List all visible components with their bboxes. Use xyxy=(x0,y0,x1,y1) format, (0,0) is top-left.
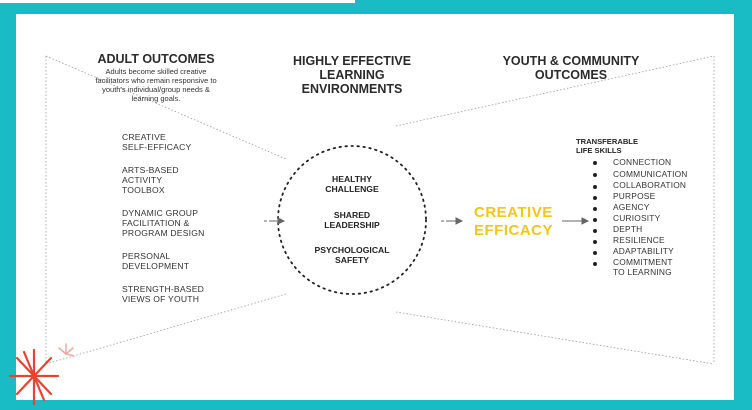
title-line: ENVIRONMENTS xyxy=(301,82,403,96)
title-line: LIFE SKILLS xyxy=(576,146,622,155)
adult-item: DYNAMIC GROUP FACILITATION & PROGRAM DES… xyxy=(122,208,205,238)
item-line: SAFETY xyxy=(335,255,369,265)
bullet-icon xyxy=(593,207,597,211)
arrow-left xyxy=(264,217,286,225)
bullet-icon xyxy=(593,218,597,222)
diagram-panel: ADULT OUTCOMES Adults become skilled cre… xyxy=(16,14,734,400)
bullet-icon xyxy=(593,240,597,244)
list-item: DEPTH xyxy=(613,224,643,234)
description-line: youth's individual/group needs & xyxy=(102,85,210,94)
item-line: STRENGTH-BASED xyxy=(122,284,205,294)
life-skills-title: TRANSFERABLE LIFE SKILLS xyxy=(576,137,638,155)
item-line: DEVELOPMENT xyxy=(122,261,190,271)
item-line: SELF-EFFICACY xyxy=(122,142,192,152)
list-item: ADAPTABILITY xyxy=(613,246,674,256)
description-line: facilitators who remain responsive to xyxy=(95,76,217,85)
bullet-icon xyxy=(593,185,597,189)
description-line: learning goals. xyxy=(131,94,181,103)
environments-title: HIGHLY EFFECTIVE LEARNING ENVIRONMENTS xyxy=(272,54,432,96)
title-line: HIGHLY EFFECTIVE xyxy=(292,54,412,68)
item-line: FACILITATION & xyxy=(122,218,190,228)
arrow-middle xyxy=(441,217,464,225)
item-line: ACTIVITY xyxy=(122,175,163,185)
title-line: LEARNING xyxy=(319,68,385,82)
starburst-decoration-icon xyxy=(8,343,75,406)
label-line: EFFICACY xyxy=(474,222,553,239)
bullet-icon xyxy=(593,229,597,233)
item-line: CREATIVE xyxy=(122,132,166,142)
title-line: OUTCOMES xyxy=(534,68,608,82)
youth-outcomes-title: YOUTH & COMMUNITY OUTCOMES xyxy=(486,54,656,82)
list-item: CONNECTION xyxy=(613,157,672,167)
list-item: TO LEARNING xyxy=(613,267,672,277)
environment-circle xyxy=(277,145,427,295)
bullet-icon xyxy=(593,173,597,177)
item-line: ARTS-BASED xyxy=(122,165,179,175)
item-line: SHARED xyxy=(333,210,371,220)
arrow-right xyxy=(562,217,590,225)
adult-outcomes-title: ADULT OUTCOMES xyxy=(97,52,215,66)
bullet-icon xyxy=(593,161,597,165)
list-item: COLLABORATION xyxy=(613,180,687,190)
adult-outcomes-description: Adults become skilled creative facilitat… xyxy=(71,67,241,103)
label-line: CREATIVE xyxy=(474,204,553,221)
item-line: PSYCHOLOGICAL xyxy=(314,245,390,255)
environment-item: PSYCHOLOGICAL SAFETY xyxy=(292,245,412,265)
adult-item: PERSONAL DEVELOPMENT xyxy=(122,251,189,271)
creative-efficacy-label: CREATIVE EFFICACY xyxy=(474,204,553,240)
environment-item: HEALTHY CHALLENGE xyxy=(292,174,412,194)
diagram-lines xyxy=(45,55,715,365)
frame-top-line xyxy=(0,0,355,3)
description-line: Adults become skilled creative xyxy=(105,67,207,76)
list-item: AGENCY xyxy=(613,202,650,212)
bullet-icon xyxy=(593,251,597,255)
item-line: PERSONAL xyxy=(122,251,171,261)
list-item: COMMUNICATION xyxy=(613,169,688,179)
adult-item: STRENGTH-BASED VIEWS OF YOUTH xyxy=(122,284,204,304)
adult-item: ARTS-BASED ACTIVITY TOOLBOX xyxy=(122,165,179,195)
item-line: DYNAMIC GROUP xyxy=(122,208,199,218)
bullet-icon xyxy=(593,196,597,200)
list-item: COMMITMENT xyxy=(613,257,673,267)
title-line: TRANSFERABLE xyxy=(576,137,639,146)
title-line: YOUTH & COMMUNITY xyxy=(502,54,640,68)
item-line: TOOLBOX xyxy=(122,185,165,195)
item-line: VIEWS OF YOUTH xyxy=(122,294,200,304)
item-line: PROGRAM DESIGN xyxy=(122,228,205,238)
item-line: CHALLENGE xyxy=(325,184,379,194)
list-item: PURPOSE xyxy=(613,191,656,201)
list-item: RESILIENCE xyxy=(613,235,665,245)
adult-item: CREATIVE SELF-EFFICACY xyxy=(122,132,191,152)
list-item: CURIOSITY xyxy=(613,213,661,223)
item-line: HEALTHY xyxy=(332,174,372,184)
bullet-icon xyxy=(593,262,597,266)
environment-item: SHARED LEADERSHIP xyxy=(292,210,412,230)
item-line: LEADERSHIP xyxy=(324,220,380,230)
